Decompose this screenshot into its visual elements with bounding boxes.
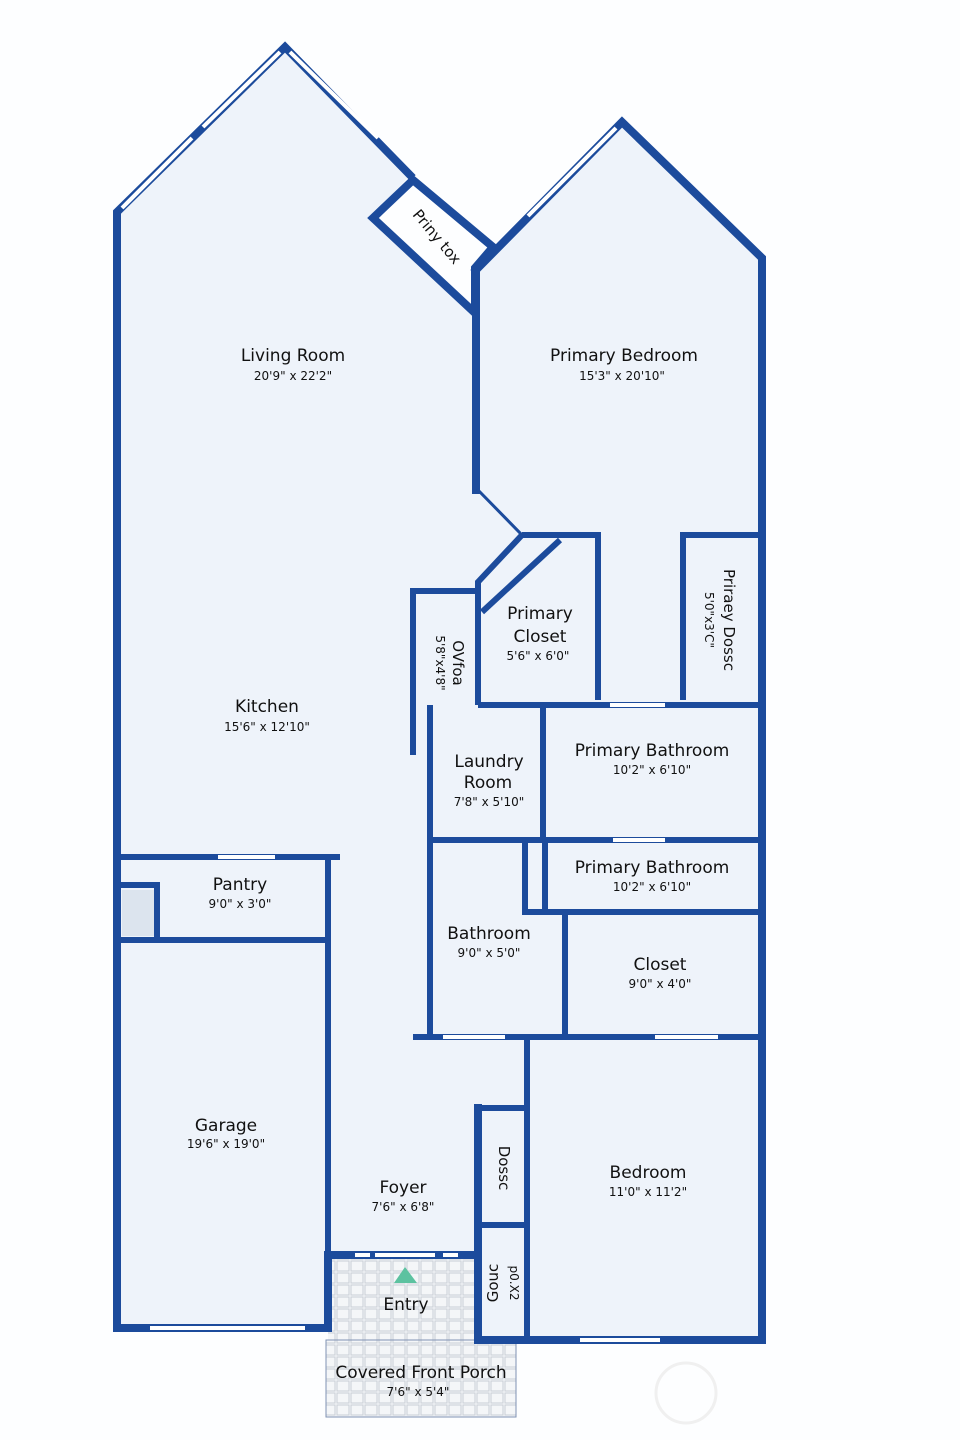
garage-label: Garage xyxy=(195,1116,257,1136)
ovfoa-label: OVfoa xyxy=(449,640,467,685)
porch-label: Covered Front Porch xyxy=(335,1363,506,1383)
porch-floor xyxy=(328,1255,478,1340)
gouc-label: Gouc xyxy=(484,1264,502,1303)
bedroom-label: Bedroom xyxy=(610,1163,687,1183)
primary-closet-label-2: Closet xyxy=(514,627,567,647)
watermark-logo xyxy=(654,1361,718,1425)
dossc-label: Dossc xyxy=(495,1146,513,1191)
laundry-dims: 7'8" x 5'10" xyxy=(454,795,525,809)
side-closet-label: Priraey Dossc xyxy=(720,569,738,671)
porch-floor-lower xyxy=(325,1339,517,1418)
hatched-area xyxy=(122,890,154,936)
closet-dims: 9'0" x 4'0" xyxy=(629,977,692,991)
primary-closet-label-1: Primary xyxy=(507,604,573,624)
pantry-dims: 9'0" x 3'0" xyxy=(209,897,272,911)
entry-arrow-icon xyxy=(394,1267,417,1283)
interior-walls xyxy=(114,532,762,1340)
kitchen-dims: 15'6" x 12'10" xyxy=(224,720,310,734)
entry-label: Entry xyxy=(383,1295,428,1315)
foyer-label: Foyer xyxy=(379,1178,426,1198)
kitchen-label: Kitchen xyxy=(235,697,299,717)
floor-area xyxy=(117,47,762,1340)
garage-dims: 19'6" x 19'0" xyxy=(187,1137,265,1151)
laundry-label-1: Laundry xyxy=(454,752,523,772)
side-closet-dims: 5'0"x3'C" xyxy=(702,592,716,648)
primary-bath-1-label: Primary Bathroom xyxy=(575,741,730,761)
laundry-label-2: Room xyxy=(464,773,512,793)
primary-bedroom-dims: 15'3" x 20'10" xyxy=(579,369,665,383)
primary-bath-2-label: Primary Bathroom xyxy=(575,858,730,878)
living-room-label: Living Room xyxy=(241,346,345,366)
closet-label: Closet xyxy=(634,955,687,975)
primary-bath-2-dims: 10'2" x 6'10" xyxy=(613,880,691,894)
bedroom-dims: 11'0" x 11'2" xyxy=(609,1185,687,1199)
windows xyxy=(120,50,660,1342)
pantry-label: Pantry xyxy=(213,875,267,895)
bathroom-label: Bathroom xyxy=(447,924,531,944)
primary-closet-dims: 5'6" x 6'0" xyxy=(507,649,570,663)
gouc-dims: p0.X2 xyxy=(507,1266,521,1301)
bathroom-dims: 9'0" x 5'0" xyxy=(458,946,521,960)
primary-bedroom-label: Primary Bedroom xyxy=(550,346,698,366)
living-room-dims: 20'9" x 22'2" xyxy=(254,369,332,383)
primary-bath-1-dims: 10'2" x 6'10" xyxy=(613,763,691,777)
ovfoa-dims: 5'8"x4'8" xyxy=(433,635,447,690)
porch-dims: 7'6" x 5'4" xyxy=(387,1385,450,1399)
foyer-dims: 7'6" x 6'8" xyxy=(372,1200,435,1214)
